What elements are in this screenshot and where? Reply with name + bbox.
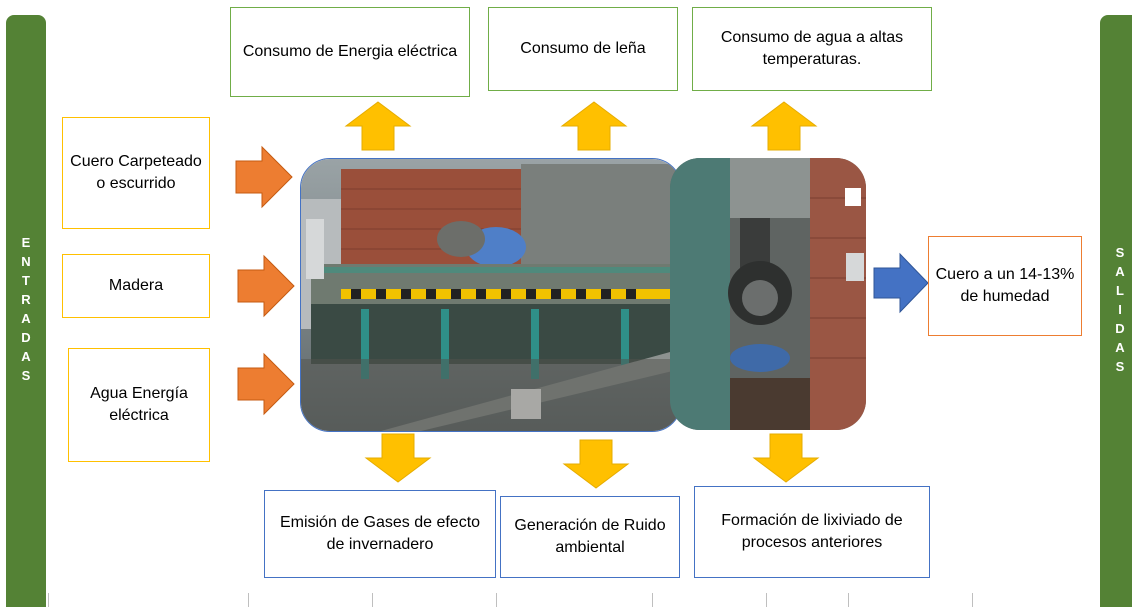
firewood-consumption-label: Consumo de leña — [520, 40, 646, 57]
up-arrow-1 — [344, 101, 412, 151]
gridline — [848, 593, 849, 607]
gridline — [652, 593, 653, 607]
input-wood-label: Madera — [108, 277, 164, 294]
input-leather-box: Cuero Carpeteado o escurrido — [62, 117, 210, 229]
up-arrow-3 — [750, 101, 818, 151]
down-arrow-1 — [364, 433, 432, 483]
gridline — [48, 593, 49, 607]
entradas-bar: ENTRADAS — [6, 15, 46, 607]
product-output-label: Cuero a un 14-13% de humedad — [935, 266, 1075, 305]
leachate-label: Formación de lixiviado de procesos anter… — [721, 512, 903, 551]
input-water-energy-box: Agua Energía eléctrica — [68, 348, 210, 462]
machine-photo — [300, 158, 682, 432]
noise-box: Generación de Ruido ambiental — [500, 496, 680, 578]
right-arrow-3 — [237, 352, 295, 416]
gridline — [372, 593, 373, 607]
output-arrow — [873, 252, 929, 314]
energy-consumption-label: Consumo de Energia eléctrica — [242, 43, 458, 60]
emissions-box: Emisión de Gases de efecto de invernader… — [264, 490, 496, 578]
input-wood-box: Madera — [62, 254, 210, 318]
hot-water-consumption-box: Consumo de agua a altas temperaturas. — [692, 7, 932, 91]
input-water-energy-label: Agua Energía eléctrica — [90, 385, 188, 424]
emissions-label: Emisión de Gases de efecto de invernader… — [279, 514, 481, 553]
salidas-bar: SALIDAS — [1100, 15, 1132, 607]
down-arrow-3 — [752, 433, 820, 483]
energy-consumption-box: Consumo de Energia eléctrica — [230, 7, 470, 97]
noise-label: Generación de Ruido ambiental — [514, 517, 666, 556]
down-arrow-2 — [562, 439, 630, 489]
firewood-consumption-box: Consumo de leña — [488, 7, 678, 91]
salidas-label: SALIDAS — [1112, 244, 1128, 378]
gridline — [248, 593, 249, 607]
product-output-box: Cuero a un 14-13% de humedad — [928, 236, 1082, 336]
input-leather-label: Cuero Carpeteado o escurrido — [70, 153, 202, 192]
right-arrow-1 — [235, 145, 293, 209]
gridline — [972, 593, 973, 607]
up-arrow-2 — [560, 101, 628, 151]
leachate-box: Formación de lixiviado de procesos anter… — [694, 486, 930, 578]
right-arrow-2 — [237, 254, 295, 318]
gridline — [766, 593, 767, 607]
furnace-photo — [670, 158, 866, 430]
gridline — [496, 593, 497, 607]
hot-water-consumption-label: Consumo de agua a altas temperaturas. — [720, 29, 904, 68]
entradas-label: ENTRADAS — [18, 235, 34, 387]
